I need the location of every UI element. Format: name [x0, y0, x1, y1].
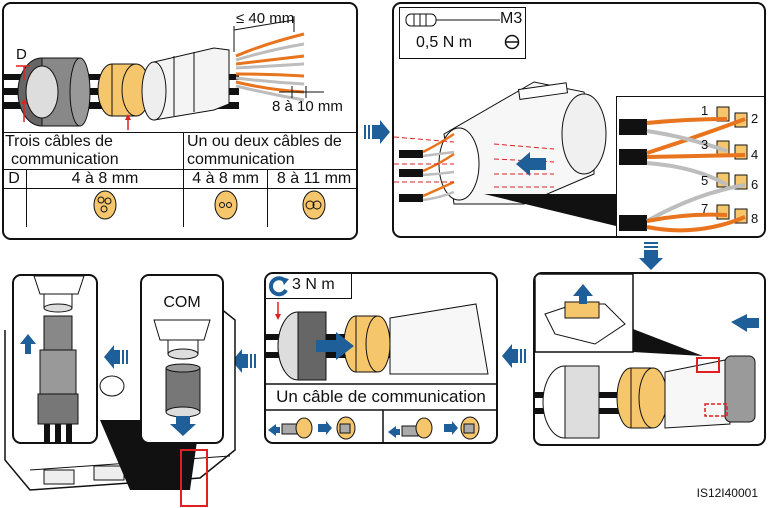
- slotted-screw-icon: [504, 34, 520, 50]
- pin-3-label: 3: [701, 137, 709, 152]
- pin-4-label: 4: [751, 147, 759, 162]
- torque-label: 0,5 N m: [416, 34, 473, 51]
- flow-arrow-left-2: [232, 349, 256, 373]
- cable-gland-illustration: [4, 16, 324, 130]
- header-onetwo-line2: communication: [187, 151, 295, 168]
- pin-2-label: 2: [751, 111, 759, 126]
- range-two-cables-a: 4 à 8 mm: [182, 169, 269, 189]
- pin-7-label: 7: [701, 201, 709, 216]
- header-three-line2: communication: [11, 151, 119, 168]
- header-onetwo-line1: Un ou deux câbles de: [187, 133, 342, 150]
- panel-insert-wires: M3 0,5 N m: [392, 2, 766, 238]
- screwdriver-icon: [405, 13, 500, 27]
- tool-spec-box: M3 0,5 N m: [399, 7, 526, 59]
- figure-id: IS12I40001: [696, 486, 758, 500]
- two-hole-seal-icon: [214, 190, 238, 220]
- header-three-line1: Trois câbles de: [5, 133, 113, 150]
- panel-com-port: COM: [140, 274, 224, 444]
- flow-arrow-left-3: [104, 345, 128, 369]
- pin-6-label: 6: [751, 177, 759, 192]
- screw-size-label: M3: [500, 10, 523, 27]
- two-large-hole-seal-cell: [267, 188, 356, 227]
- panel-lock-connector: [533, 272, 766, 446]
- connector-lock-illustration: [535, 274, 759, 439]
- two-hole-seal-cell: [182, 188, 269, 227]
- pinout-wiring-diagram: [619, 106, 748, 233]
- pinout-inset: 1 2 3 4 5 6 7 8: [616, 96, 764, 236]
- three-hole-seal-cell: [26, 188, 184, 227]
- range-three-cables: 4 à 8 mm: [26, 169, 184, 189]
- three-hole-seal-icon: [93, 190, 117, 220]
- two-large-hole-seal-icon: [302, 190, 326, 220]
- com-port-illustration: [153, 319, 211, 436]
- wire-strip-label: 8 à 10 mm: [272, 98, 343, 115]
- connector-insert-illustration: [20, 276, 85, 442]
- range-two-cables-b: 8 à 11 mm: [267, 169, 356, 189]
- pin-8-label: 8: [751, 211, 759, 226]
- flow-arrow-down: [639, 242, 663, 270]
- pin-5-label: 5: [701, 173, 709, 188]
- seal-selection-table: Trois câbles de communication Un ou deux…: [4, 132, 356, 227]
- seal-step-right: [388, 416, 480, 440]
- single-cable-caption: Un câble de communication: [276, 387, 486, 406]
- panel-tighten-nut: 3 N m Un c: [264, 272, 498, 444]
- strip-length-label: ≤ 40 mm: [236, 10, 295, 27]
- nut-torque-label: 3 N m: [292, 276, 335, 293]
- dimension-d-label: D: [16, 46, 27, 63]
- panel-strip-cables: D ≤ 40 mm 8 à 10 mm Trois câbles de comm…: [2, 2, 358, 240]
- flow-arrow-right-1: [364, 120, 390, 144]
- header-one-two-cables: Un ou deux câbles de communication: [183, 132, 356, 170]
- rotate-clockwise-icon: [268, 276, 289, 297]
- row-label-d: D: [4, 169, 27, 189]
- flow-arrow-left-1: [502, 344, 526, 368]
- seal-step-left: [268, 416, 356, 440]
- torque-box: 3 N m: [266, 274, 352, 299]
- com-port-label: COM: [163, 294, 201, 311]
- connector-wiring-illustration: [394, 81, 616, 226]
- panel-insert-connector: [12, 274, 98, 444]
- pin-1-label: 1: [701, 103, 709, 118]
- header-three-cables: Trois câbles de communication: [4, 132, 184, 170]
- nut-tightening-illustration: [266, 302, 496, 442]
